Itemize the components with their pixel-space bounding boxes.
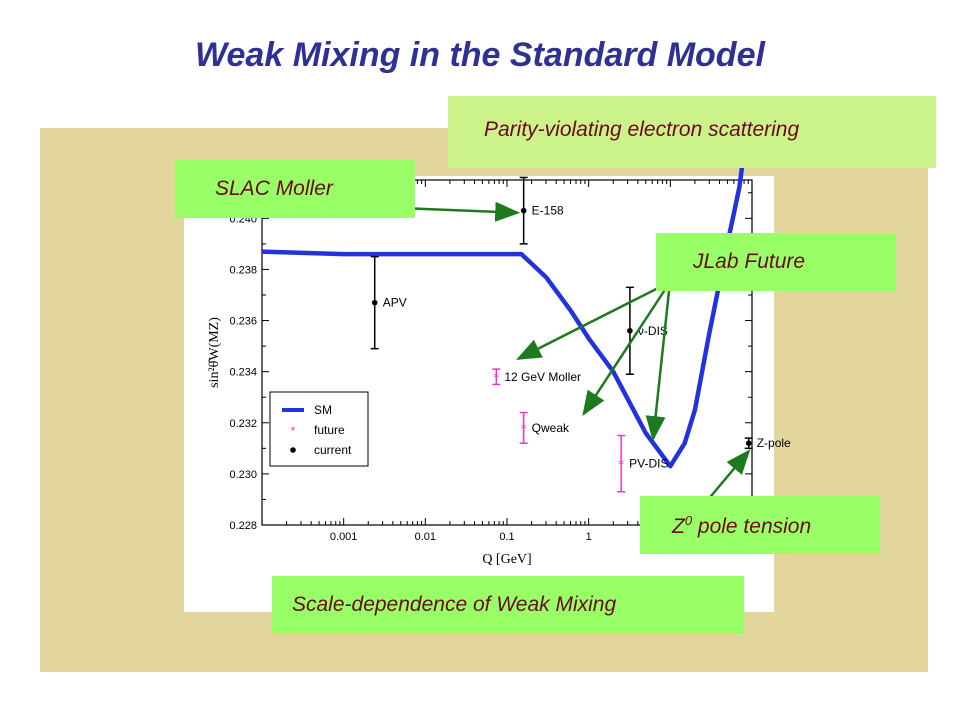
y-tick-label: 0.234	[229, 367, 257, 379]
point-label: APV	[383, 296, 407, 310]
arrow-jlab-to-qweak	[582, 281, 672, 416]
chart-legend: SM * future current	[269, 391, 369, 467]
legend-label: SM	[314, 403, 332, 417]
point-label: Qweak	[532, 421, 570, 435]
legend-future-swatch: *	[291, 424, 296, 438]
plot-frame	[261, 179, 753, 526]
y-tick-label: 0.238	[229, 264, 257, 276]
legend-label: current	[314, 443, 352, 457]
point-label: 12 GeV Moller	[504, 370, 581, 384]
callout-parity-text: Parity-violating electron scattering	[484, 118, 800, 141]
legend-label: future	[314, 423, 345, 437]
arrow-jlab-to-pvdis	[645, 281, 672, 442]
callout-parity-violating: Parity-violating electron scattering	[448, 96, 936, 168]
x-tick-label: 0.1	[499, 531, 514, 543]
current-point	[371, 299, 378, 306]
slide-title: Weak Mixing in the Standard Model	[195, 36, 765, 74]
x-tick-label: 1	[586, 531, 592, 543]
callout-scale-dependence: Scale-dependence of Weak Mixing	[272, 576, 744, 634]
y-axis-label: sin²θ̂W(MZ)	[207, 317, 222, 388]
point-label: Z-pole	[757, 436, 791, 450]
x-axis-label: Q [GeV]	[482, 552, 531, 567]
future-point: *	[618, 458, 624, 472]
x-tick-label: 0.01	[415, 531, 436, 543]
y-tick-label: 0.230	[229, 469, 257, 481]
chart-marks: APV E-158 ν-DIS * 12 GeV Moller * Qweak * PV-DIS…	[261, 115, 791, 493]
callout-slac-moller: SLAC Moller	[175, 160, 415, 218]
current-point	[627, 327, 633, 334]
y-tick-label: 0.236	[229, 316, 257, 328]
callout-jlab-future: JLab Future	[656, 233, 896, 291]
point-label: PV-DIS	[629, 457, 668, 471]
future-point: *	[493, 371, 499, 385]
arrow-slac-to-e158	[399, 201, 521, 222]
chart-axes: 0.0010.010.11100.2280.2300.2320.2340.236…	[207, 179, 753, 567]
arrow-z0-to-zpole	[705, 449, 751, 503]
future-point: *	[521, 422, 527, 436]
callout-z0-pole: Z0 pole tension	[640, 496, 880, 554]
sm-curve	[261, 115, 751, 469]
callout-slac-text: SLAC Moller	[215, 177, 333, 200]
current-point	[520, 207, 527, 214]
current-point	[745, 440, 752, 447]
legend-box	[269, 391, 369, 467]
y-tick-label: 0.228	[229, 520, 257, 532]
callout-z0-base: Z	[672, 515, 685, 538]
x-tick-label: 0.001	[330, 531, 358, 543]
callout-arrows	[399, 201, 751, 503]
y-tick-label: 0.232	[229, 418, 257, 430]
point-label: ν-DIS	[638, 324, 668, 338]
arrow-jlab-to-moller	[516, 280, 671, 360]
callout-scale-text: Scale-dependence of Weak Mixing	[292, 593, 617, 616]
callout-z0-rest: pole tension	[692, 515, 812, 538]
legend-current-swatch	[290, 447, 296, 453]
point-label: E-158	[532, 204, 564, 218]
callout-jlab-text: JLab Future	[693, 250, 806, 273]
callout-z0-superscript: 0	[684, 513, 693, 528]
